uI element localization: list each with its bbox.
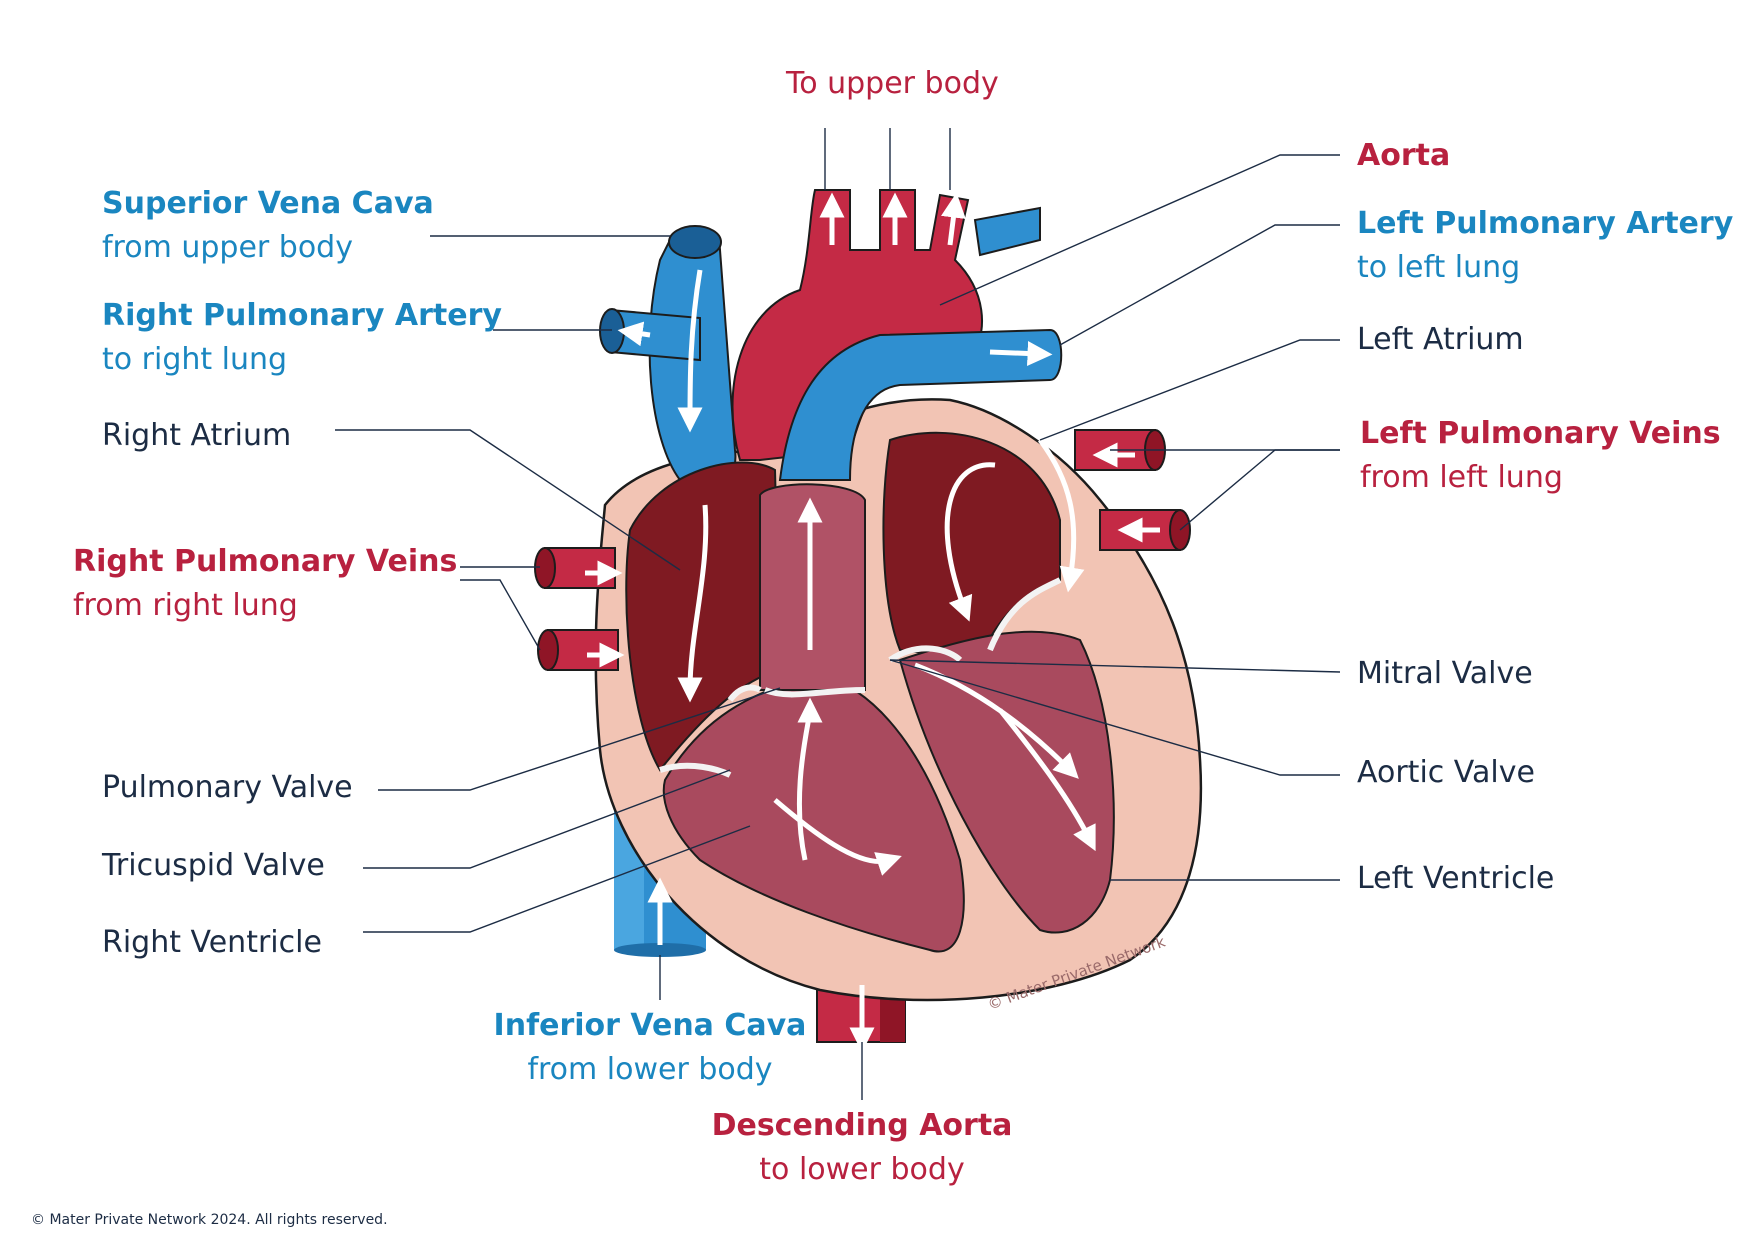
label-right-pulmonary-veins-sub: from right lung [73,588,298,623]
label-right-pulmonary-artery-title: Right Pulmonary Artery [102,298,502,333]
label-descending-aorta: Descending Aorta to lower body [692,1104,1032,1192]
label-superior-vena-cava: Superior Vena Cava from upper body [102,182,434,270]
label-left-ventricle: Left Ventricle [1357,861,1555,896]
label-superior-vena-cava-title: Superior Vena Cava [102,186,434,221]
label-right-pulmonary-veins: Right Pulmonary Veins from right lung [73,540,457,628]
valve-leaflets [659,577,1062,778]
label-left-atrium: Left Atrium [1357,322,1524,357]
label-left-pulmonary-veins: Left Pulmonary Veins from left lung [1360,412,1721,500]
copyright-notice: © Mater Private Network 2024. All rights… [31,1212,388,1228]
label-right-atrium: Right Atrium [102,418,292,453]
label-to-upper-body: To upper body [786,66,999,101]
left-pulmonary-artery-vessel [778,328,1063,481]
label-right-pulmonary-veins-title: Right Pulmonary Veins [73,544,458,579]
leader-lines [335,128,1341,1100]
label-aortic-valve: Aortic Valve [1357,755,1535,790]
label-left-pulmonary-veins-title: Left Pulmonary Veins [1360,416,1721,451]
label-aorta: Aorta [1357,138,1451,173]
label-inferior-vena-cava-title: Inferior Vena Cava [493,1008,807,1043]
label-left-pulmonary-veins-sub: from left lung [1360,460,1563,495]
label-inferior-vena-cava: Inferior Vena Cava from lower body [480,1004,820,1092]
label-inferior-vena-cava-sub: from lower body [527,1052,773,1087]
label-tricuspid-valve: Tricuspid Valve [102,848,325,883]
label-descending-aorta-sub: to lower body [759,1152,965,1187]
label-right-ventricle: Right Ventricle [102,925,322,960]
label-right-pulmonary-artery: Right Pulmonary Artery to right lung [102,294,502,382]
label-left-pulmonary-artery-title: Left Pulmonary Artery [1357,206,1734,241]
label-descending-aorta-title: Descending Aorta [711,1108,1013,1143]
label-left-pulmonary-artery-sub: to left lung [1357,250,1521,285]
label-superior-vena-cava-sub: from upper body [102,230,353,265]
label-mitral-valve: Mitral Valve [1357,656,1533,691]
label-pulmonary-valve: Pulmonary Valve [102,770,353,805]
label-right-pulmonary-artery-sub: to right lung [102,342,288,377]
label-left-pulmonary-artery: Left Pulmonary Artery to left lung [1357,202,1733,290]
